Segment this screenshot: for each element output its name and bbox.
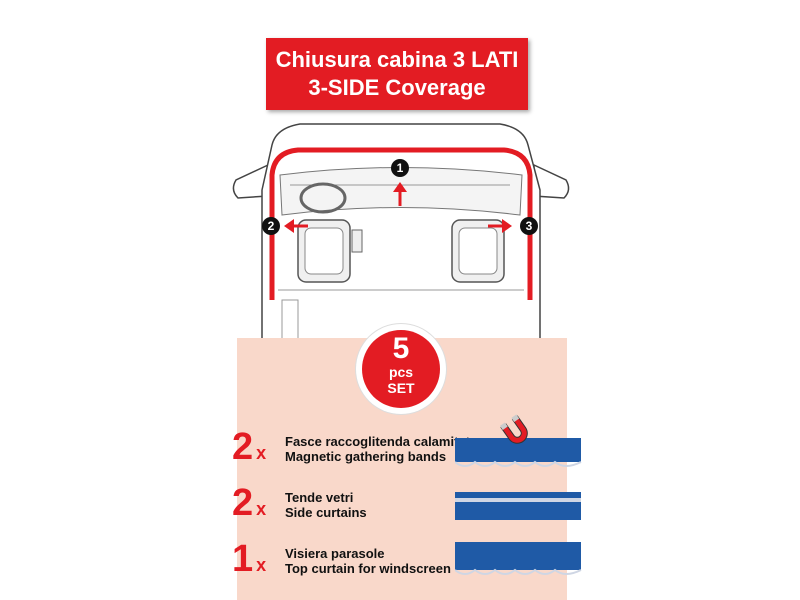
badge-unit: pcs	[388, 364, 414, 380]
set-badge: 5 pcs SET	[362, 330, 440, 408]
item-description: Visiera parasole Top curtain for windscr…	[285, 546, 451, 576]
item-label-en: Magnetic gathering bands	[285, 449, 447, 464]
item-description: Fasce raccoglitenda calamitate Magnetic …	[285, 434, 477, 464]
title-line-1: Chiusura cabina 3 LATI	[275, 47, 519, 72]
title-banner: Chiusura cabina 3 LATI 3-SIDE Coverage	[266, 38, 528, 110]
badge-label: SET	[387, 380, 415, 396]
item-description: Tende vetri Side curtains	[285, 490, 367, 520]
item-label-en: Top curtain for windscreen	[285, 561, 451, 576]
item-label-it: Fasce raccoglitenda calamitate	[285, 434, 478, 449]
item-label-en: Side curtains	[285, 505, 367, 520]
curtain-icon	[455, 542, 582, 575]
badge-number: 5	[392, 332, 410, 365]
title-line-2: 3-SIDE Coverage	[308, 75, 486, 100]
magnet-icon	[455, 414, 582, 467]
marker-2: 2	[267, 219, 275, 233]
item-label-it: Visiera parasole	[285, 546, 385, 561]
marker-1: 1	[396, 161, 404, 175]
item-label-it: Tende vetri	[285, 490, 354, 505]
curtain-icon	[455, 492, 581, 520]
marker-3: 3	[525, 219, 533, 233]
